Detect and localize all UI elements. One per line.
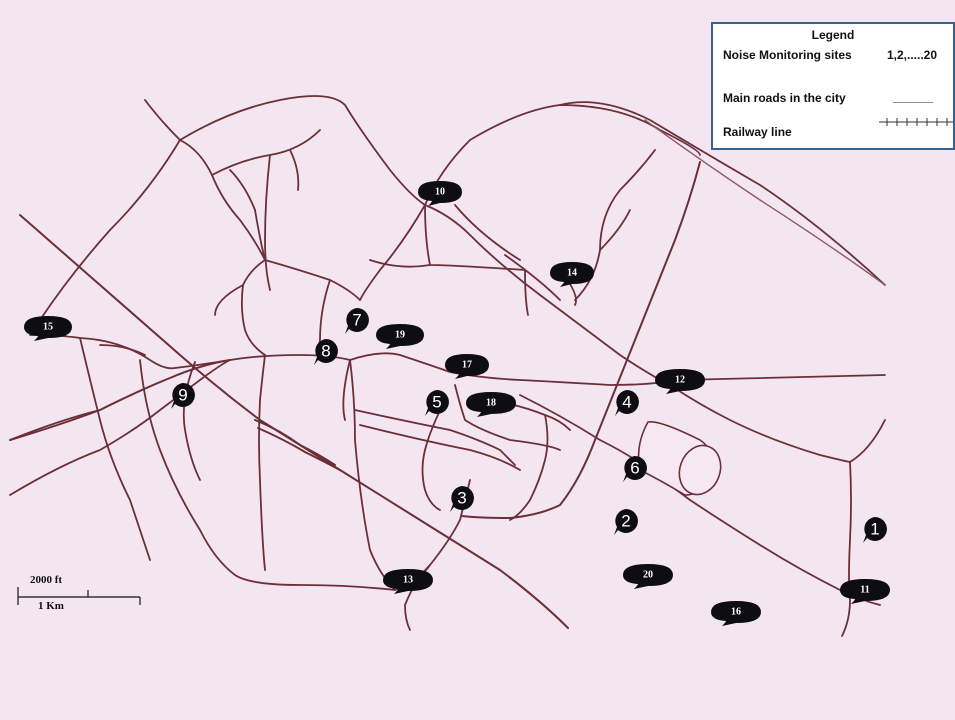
lake-outline bbox=[637, 421, 722, 496]
site-marker-11[interactable]: 11 bbox=[840, 579, 890, 604]
site-label-17: 17 bbox=[462, 360, 472, 371]
site-marker-9[interactable]: 9 bbox=[171, 383, 195, 409]
legend-symbol-sites: 1,2,.....20 bbox=[887, 48, 938, 62]
site-marker-5[interactable]: 5 bbox=[425, 390, 449, 416]
site-marker-14[interactable]: 14 bbox=[550, 262, 594, 287]
site-label-8: 8 bbox=[321, 342, 330, 361]
site-label-12: 12 bbox=[675, 375, 685, 386]
site-marker-10[interactable]: 10 bbox=[418, 181, 462, 206]
site-label-20: 20 bbox=[643, 570, 653, 581]
site-label-2: 2 bbox=[621, 512, 630, 531]
scale-label-ft: 2000 ft bbox=[30, 574, 63, 586]
site-label-16: 16 bbox=[731, 607, 741, 618]
site-label-1: 1 bbox=[870, 520, 879, 539]
legend-title: Legend bbox=[811, 28, 855, 42]
site-marker-2[interactable]: 2 bbox=[614, 509, 638, 535]
site-label-13: 13 bbox=[403, 575, 413, 586]
legend-symbol-roads: ______ bbox=[893, 90, 934, 104]
legend-symbol-railway bbox=[879, 118, 953, 126]
site-marker-20[interactable]: 20 bbox=[623, 564, 673, 589]
site-marker-12[interactable]: 12 bbox=[655, 369, 705, 394]
site-label-7: 7 bbox=[352, 311, 361, 330]
site-label-4: 4 bbox=[622, 393, 631, 412]
site-label-11: 11 bbox=[860, 585, 869, 596]
site-marker-16[interactable]: 16 bbox=[711, 601, 761, 626]
circle-markers: 7 8 9 5 4 6 3 bbox=[171, 308, 887, 543]
legend-label-sites: Noise Monitoring sites bbox=[723, 48, 852, 62]
site-label-18: 18 bbox=[486, 398, 496, 409]
legend-label-roads: Main roads in the city bbox=[723, 91, 846, 105]
site-marker-18[interactable]: 18 bbox=[466, 392, 516, 417]
site-label-6: 6 bbox=[630, 459, 639, 478]
legend-label-railway: Railway line bbox=[723, 125, 792, 139]
site-marker-15[interactable]: 15 bbox=[24, 316, 72, 341]
site-marker-13[interactable]: 13 bbox=[383, 569, 433, 594]
site-marker-6[interactable]: 6 bbox=[623, 456, 647, 482]
legend-box: Legend Noise Monitoring sites 1,2,.....2… bbox=[711, 22, 955, 150]
teardrop-markers: 10 14 15 19 17 12 bbox=[24, 181, 890, 626]
site-marker-1[interactable]: 1 bbox=[863, 517, 887, 543]
site-label-10: 10 bbox=[435, 187, 445, 198]
scale-label-km: 1 Km bbox=[38, 600, 64, 612]
site-marker-3[interactable]: 3 bbox=[450, 486, 474, 512]
site-marker-4[interactable]: 4 bbox=[615, 390, 639, 416]
site-label-3: 3 bbox=[457, 489, 466, 508]
site-label-19: 19 bbox=[395, 330, 405, 341]
scale-bar bbox=[17, 587, 141, 605]
site-label-14: 14 bbox=[567, 268, 577, 279]
site-label-5: 5 bbox=[432, 393, 441, 412]
site-marker-19[interactable]: 19 bbox=[376, 324, 424, 349]
site-marker-7[interactable]: 7 bbox=[345, 308, 369, 334]
site-label-9: 9 bbox=[178, 386, 187, 405]
site-marker-17[interactable]: 17 bbox=[445, 354, 489, 379]
railway-lines bbox=[9, 161, 701, 629]
site-label-15: 15 bbox=[43, 322, 53, 333]
site-marker-8[interactable]: 8 bbox=[314, 339, 338, 365]
